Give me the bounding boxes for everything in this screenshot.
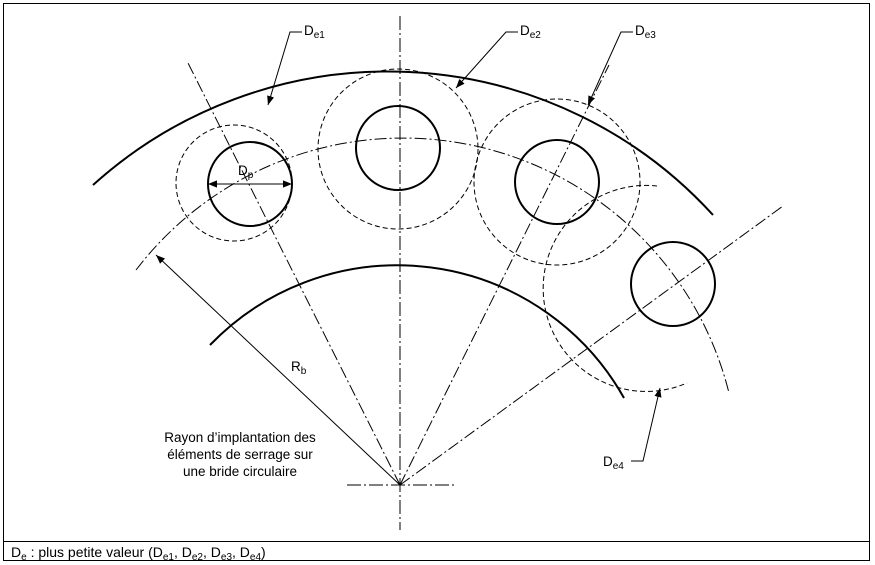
radial-line-3 [399,64,610,486]
note-line-1: Rayon d’implantation des [164,430,316,445]
label-de3-main: D [635,23,645,38]
label-de3: De3 [635,24,656,41]
caption-bar: De : plus petite valeur (De1, De2, De3, … [3,541,870,563]
rb-radius-arrow [155,254,401,486]
caption-sub-4: e3 [220,552,233,563]
label-de2-sub: e2 [529,30,541,41]
bolt-hole-3 [514,139,600,225]
caption-sub-5: e4 [249,552,262,563]
caption-sub-3: e2 [191,552,203,563]
note-line-2: éléments de serrage sur [167,447,313,462]
clearance-arc-de4 [542,184,688,392]
note-line-3: une bride circulaire [182,464,298,479]
outer-flange-edge [92,70,714,216]
bolt-hole-2 [355,105,441,191]
label-de4: De4 [603,455,624,472]
label-rb-sub: b [300,366,307,377]
diagram-frame [3,3,870,561]
label-de2: De2 [520,24,541,41]
label-de1-sub: e1 [313,30,325,41]
label-de1: De1 [304,24,325,41]
caption-part-3: , D [173,544,192,560]
de3-leader [587,31,633,106]
caption-part-1: D [11,544,22,560]
clearance-circle-de3 [473,98,641,266]
de1-leader [267,31,302,106]
bolt-hole-4 [630,241,716,327]
label-dp-sub: p [247,170,254,181]
clearance-circle-de2 [317,68,479,230]
label-dp-main: D [238,163,248,178]
inner-flange-edge [209,264,625,399]
label-de4-sub: e4 [612,461,624,472]
caption-sub-1: e [21,552,27,563]
label-dp: Dp [238,164,253,181]
label-rb: Rb [291,360,306,377]
de2-leader [455,31,518,89]
caption-text: De : plus petite valeur (De1, De2, De3, … [11,544,266,563]
caption-part-2: : plus petite valeur (D [26,544,163,560]
label-de1-main: D [304,23,314,38]
caption-part-5: , D [232,544,250,560]
caption-part-4: , D [203,544,221,560]
label-de2-main: D [520,23,530,38]
bolt-circle-note: Rayon d’implantation des éléments de ser… [140,429,340,480]
radial-line-4 [399,205,784,486]
radial-line-1 [186,60,401,486]
label-de3-sub: e3 [644,30,656,41]
bolt-circle-arc [135,137,730,394]
label-de4-main: D [603,454,613,469]
label-rb-main: R [291,359,301,374]
caption-part-6: ) [261,544,266,560]
caption-sub-2: e1 [162,552,174,563]
de4-leader [631,387,662,462]
